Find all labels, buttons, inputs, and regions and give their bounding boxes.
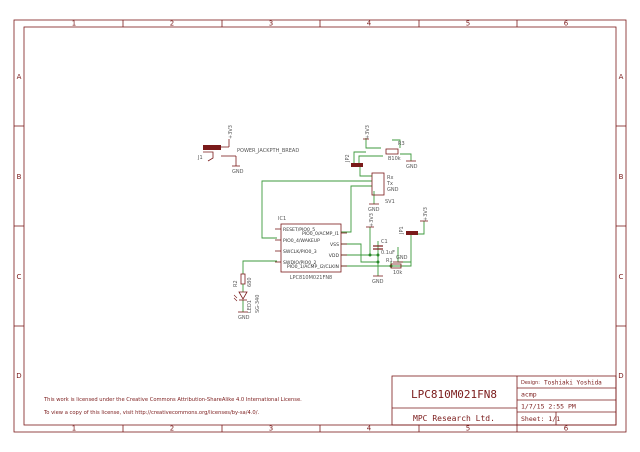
c1-ref: C1 <box>381 239 388 245</box>
r1-gnd: GND <box>396 255 408 261</box>
j1-power-net: +3V3 <box>228 125 234 139</box>
title-design-label: Design: <box>521 380 540 386</box>
r2-value: 680 <box>247 277 253 287</box>
ic1-ref: IC1 <box>278 216 286 222</box>
r3-trimmer: R3 B10k GND <box>385 141 418 170</box>
title-sheet-number: Sheet: 1/1 <box>521 415 560 423</box>
row-label-left-a: A <box>17 73 22 81</box>
r2-led1: R2 680 LED1 SG-340 GND <box>233 273 261 321</box>
r1-value: 10k <box>393 270 402 276</box>
ic1-lpc810: IC1 RESET/PIO0_5 PIO0_4/WAKEUP SWCLK/PIO… <box>275 216 347 281</box>
zone-labels: 1 2 3 4 5 6 1 2 3 4 5 6 A B C D A B C D <box>16 20 623 433</box>
sv1-pin-rx: Rx <box>387 175 393 181</box>
wires <box>242 138 425 312</box>
drawing-frame <box>13 19 627 433</box>
license-line-2: To view a copy of this license, visit ht… <box>43 410 259 416</box>
row-label-right-c: C <box>619 273 624 281</box>
row-label-right-a: A <box>619 73 624 81</box>
col-label-bottom-5: 5 <box>466 425 470 433</box>
jp1-ref: JP1 <box>399 226 405 235</box>
j1-gnd: GND <box>232 169 244 175</box>
c1-capacitor: C1 0.1uF +3V3 GND <box>366 213 395 285</box>
title-block <box>391 375 617 426</box>
led1-ref: LED1 <box>247 300 253 313</box>
sv1-pin-tx: Tx <box>386 181 393 187</box>
ic1-pin-pio00: PIO0_0/ACMP_I1 <box>302 231 339 237</box>
row-label-right-b: B <box>619 173 624 181</box>
col-label-top-4: 4 <box>367 20 372 28</box>
title-part-number: LPC810M021FN8 <box>411 388 497 401</box>
col-label-bottom-4: 4 <box>367 425 372 433</box>
row-label-left-d: D <box>16 372 21 380</box>
ic1-pin-swdio: SWDIO/PIO0_2 <box>283 260 316 266</box>
title-sheet-name: acmp <box>521 391 537 399</box>
j1-power-jack: J1 POWER_JACKPTH_BREAD +3V3 GND <box>197 125 299 175</box>
row-label-right-d: D <box>618 372 623 380</box>
sv1-pin-gnd: GND <box>387 187 399 193</box>
r1-ref: R1 <box>386 258 393 264</box>
col-label-top-5: 5 <box>466 20 470 28</box>
led1-gnd: GND <box>238 315 250 321</box>
ic1-pin-pio04: PIO0_4/WAKEUP <box>283 238 320 244</box>
col-label-bottom-2: 2 <box>170 425 174 433</box>
ic1-value: LPC810M021FN8 <box>290 275 333 281</box>
ic1-pin-reset: RESET/PIO0_5 <box>283 227 315 233</box>
sv1-gnd: GND <box>368 207 380 213</box>
r2-ref: R2 <box>233 280 239 287</box>
ic1-pin-swclk: SWCLK/PIO0_3 <box>283 249 317 255</box>
title-date: 1/7/15 2:55 PM <box>521 403 576 411</box>
jp2-ref: JP2 <box>345 154 351 163</box>
jp1-jumper: JP1 +3V3 <box>399 207 429 235</box>
jp1-power-net: +3V3 <box>423 207 429 221</box>
c1-power-net: +3V3 <box>369 213 375 227</box>
c1-value: 0.1uF <box>381 250 395 256</box>
col-label-top-1: 1 <box>72 20 76 28</box>
j1-value: POWER_JACKPTH_BREAD <box>237 148 299 154</box>
col-label-bottom-3: 3 <box>269 425 273 433</box>
led1-value: SG-340 <box>255 295 261 313</box>
ic1-pin-vss: VSS <box>330 242 339 248</box>
title-designer: Toshiaki Yoshida <box>544 380 602 387</box>
col-label-top-6: 6 <box>564 20 569 28</box>
row-label-left-c: C <box>17 273 22 281</box>
col-label-top-2: 2 <box>170 20 174 28</box>
col-label-top-3: 3 <box>269 20 273 28</box>
col-label-bottom-1: 1 <box>72 425 76 433</box>
ic1-pin-pio01: PIO0_1/ACMP_I2/CLKIN <box>287 264 339 270</box>
col-label-bottom-6: 6 <box>564 425 569 433</box>
r3-value: B10k <box>388 156 401 162</box>
c1-gnd: GND <box>372 279 384 285</box>
title-company: MPC Research Ltd. <box>413 414 495 423</box>
license-line-1: This work is licensed under the Creative… <box>43 397 302 403</box>
r3-ref: R3 <box>398 141 405 147</box>
jp2-power-net: +3V3 <box>365 125 371 139</box>
sv1-connector: Rx Tx GND SV1 GND <box>368 172 399 213</box>
j1-ref: J1 <box>197 155 203 161</box>
r3-gnd: GND <box>406 164 418 170</box>
row-label-left-b: B <box>17 173 22 181</box>
jp2-jumper: JP2 +3V3 <box>345 125 371 167</box>
r1-resistor: R1 10k GND <box>386 255 408 276</box>
sv1-ref: SV1 <box>385 199 395 205</box>
ic1-pin-vdd: VDD <box>329 253 340 259</box>
